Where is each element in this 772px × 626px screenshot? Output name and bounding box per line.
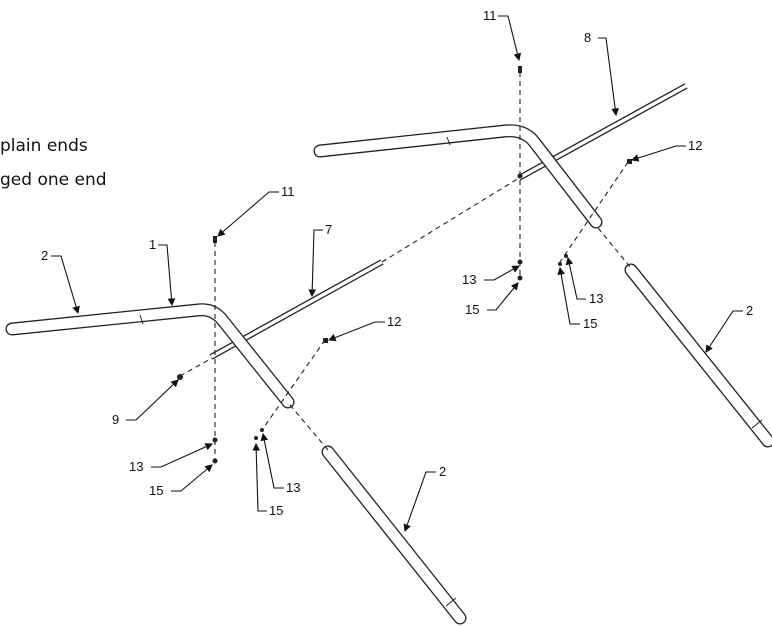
callout-7: 7 xyxy=(325,222,332,237)
callout-labels: 11 8 12 11 7 1 2 13 15 13 15 2 12 9 13 1… xyxy=(41,8,753,518)
callout-13-right: 13 xyxy=(589,291,603,306)
callout-13-lower-left: 13 xyxy=(129,459,143,474)
callout-15-right: 15 xyxy=(583,316,597,331)
callout-leaders xyxy=(51,15,743,533)
callout-12-left: 12 xyxy=(387,314,401,329)
callout-15-center: 15 xyxy=(465,302,479,317)
callout-12-right: 12 xyxy=(688,138,702,153)
left-bow-frame xyxy=(5,259,467,625)
callout-13-center: 13 xyxy=(462,272,476,287)
callout-11-top: 11 xyxy=(483,8,497,23)
note-swaged-one-end: ged one end xyxy=(0,170,107,190)
callout-15-lower-left: 15 xyxy=(149,483,163,498)
assembly-centerlines xyxy=(179,72,632,462)
callout-2-left: 2 xyxy=(41,248,48,263)
callout-9: 9 xyxy=(112,412,119,427)
callout-2-right: 2 xyxy=(746,303,753,318)
callout-8: 8 xyxy=(584,30,591,45)
right-bow-frame xyxy=(313,83,772,448)
callout-11-left: 11 xyxy=(281,184,295,199)
hardware-parts xyxy=(177,66,632,464)
callout-1: 1 xyxy=(149,237,156,252)
callout-15-lower: 15 xyxy=(269,503,283,518)
note-plain-ends: plain ends xyxy=(0,136,88,156)
callout-13-lower: 13 xyxy=(286,480,300,495)
callout-2-lower: 2 xyxy=(439,464,446,479)
